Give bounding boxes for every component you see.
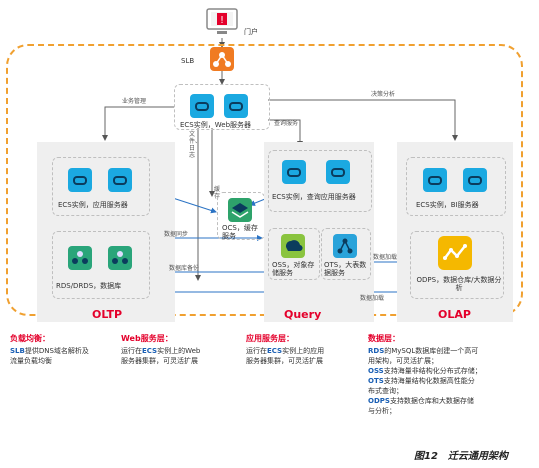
odps-group <box>410 231 504 299</box>
desc-line: ODPS支持数据仓库和大数据存储 <box>368 396 528 406</box>
desc-line: RDS的MySQL数据库创建一个高可 <box>368 346 528 356</box>
odps-icon <box>438 236 472 270</box>
desc-text: 运行在 <box>121 347 142 355</box>
desc-body-slb: SLB提供DNS域名解析及流量负载均衡 <box>10 346 110 366</box>
desc-text: 实例上的应用 <box>282 347 325 355</box>
oltp-db-label: RDS/DRDS，数据库 <box>56 282 122 290</box>
desc-title-data: 数据层： <box>368 334 400 343</box>
oltp-ecs-icon-1 <box>68 168 92 192</box>
desc-keyword: OTS <box>368 377 384 385</box>
desc-line: 与分析； <box>368 406 528 416</box>
desc-text: 实例上的Web <box>157 347 201 355</box>
desc-body-data: RDS的MySQL数据库创建一个高可用架构，可灵活扩展；OSS支持海量非结构化分… <box>368 346 528 416</box>
edge-files-logs: 文件、日志 <box>189 131 202 159</box>
ots-group <box>321 228 371 280</box>
svg-text:!: ! <box>220 15 224 26</box>
desc-text: 布式查询； <box>368 387 403 395</box>
rds-icon-2 <box>108 246 132 270</box>
oltp-app-group <box>52 157 150 216</box>
desc-keyword: SLB <box>10 347 25 355</box>
ocs-icon <box>228 198 252 222</box>
desc-line: 服务器集群，可灵活扩展 <box>121 356 246 366</box>
desc-text: 支持数据仓库和大数据存储 <box>389 397 474 405</box>
ocs-label: OCS，缓存服务 <box>222 224 258 240</box>
oss-group <box>268 228 320 280</box>
desc-title-web: Web服务层： <box>121 334 173 343</box>
desc-text: 提供DNS域名解析及 <box>24 347 89 355</box>
desc-line: 运行在ECS实例上的Web <box>121 346 246 356</box>
edge-query-service: 查询服务 <box>274 120 299 127</box>
query-ecs-icon-1 <box>282 160 306 184</box>
desc-line: 服务器集群，可灵活扩展 <box>246 356 366 366</box>
desc-keyword: OSS <box>368 367 384 375</box>
odps-label: ODPS，数据仓库/大数据分析 <box>416 276 502 292</box>
olap-title: OLAP <box>438 308 471 321</box>
desc-line: 用架构，可灵活扩展； <box>368 356 528 366</box>
olap-ecs-icon-1 <box>423 168 447 192</box>
desc-text: 支持海量结构化数据高性能分 <box>383 377 475 385</box>
oss-icon <box>281 234 305 258</box>
desc-text: 支持海量非结构化分布式存储； <box>383 367 482 375</box>
desc-line: OTS支持海量结构化数据高性能分 <box>368 376 528 386</box>
desc-title-slb: 负载均衡： <box>10 334 50 343</box>
desc-line: OSS支持海量非结构化分布式存储； <box>368 366 528 376</box>
query-app-label: ECS实例，查询应用服务器 <box>272 193 356 201</box>
desc-line: 流量负载均衡 <box>10 356 110 366</box>
ots-label: OTS，大表数据服务 <box>324 261 367 277</box>
olap-ecs-icon-2 <box>463 168 487 192</box>
desc-line: SLB提供DNS域名解析及 <box>10 346 110 356</box>
ots-icon <box>333 234 357 258</box>
oltp-db-group <box>52 231 150 299</box>
desc-text: 服务器集群，可灵活扩展 <box>121 357 198 365</box>
desc-keyword: ODPS <box>368 397 390 405</box>
oltp-panel <box>37 142 175 322</box>
desc-keyword: ECS <box>142 347 158 355</box>
edge-decision-analysis: 决策分析 <box>371 91 396 98</box>
desc-keyword: ECS <box>267 347 283 355</box>
edge-business-mgmt: 业务管理 <box>122 98 147 105</box>
web-ecs-icon-2 <box>224 94 248 118</box>
edge-data-sync: 数据同步 <box>164 231 189 238</box>
olap-app-group <box>406 157 506 216</box>
oltp-app-label: ECS实例，应用服务器 <box>58 201 128 209</box>
slb-label: SLB <box>181 57 195 65</box>
figure-caption: 图12 迁云通用架构 <box>414 451 508 462</box>
desc-body-app: 运行在ECS实例上的应用服务器集群，可灵活扩展 <box>246 346 366 366</box>
edge-data-backup: 数据库备份 <box>169 265 200 272</box>
desc-title-app: 应用服务层： <box>246 334 294 343</box>
query-ecs-icon-2 <box>326 160 350 184</box>
web-tier-label: ECS实例，Web服务器 <box>180 121 252 129</box>
oltp-title: OLTP <box>92 308 123 321</box>
oltp-ecs-icon-2 <box>108 168 132 192</box>
olap-app-label: ECS实例，BI服务器 <box>416 201 479 209</box>
desc-keyword: RDS <box>368 347 385 355</box>
query-title: Query <box>284 308 322 321</box>
oss-label: OSS，对象存储服务 <box>272 261 315 277</box>
portal-label: 门户 <box>244 28 258 36</box>
rds-icon-1 <box>68 246 92 270</box>
desc-line: 布式查询； <box>368 386 528 396</box>
slb-icon <box>210 47 234 71</box>
web-ecs-icon-1 <box>190 94 214 118</box>
desc-text: 服务器集群，可灵活扩展 <box>246 357 323 365</box>
desc-text: 流量负载均衡 <box>10 357 52 365</box>
query-app-group <box>268 150 372 212</box>
desc-text: 的MySQL数据库创建一个高可 <box>384 347 479 355</box>
edge-data-load-1: 数据加载 <box>373 254 398 261</box>
edge-data-load-2: 数据加载 <box>360 295 385 302</box>
desc-text: 运行在 <box>246 347 267 355</box>
desc-line: 运行在ECS实例上的应用 <box>246 346 366 356</box>
desc-text: 与分析； <box>368 407 396 415</box>
portal-icon: ! <box>205 7 239 37</box>
olap-panel <box>397 142 513 322</box>
web-tier-group <box>174 84 270 130</box>
desc-text: 用架构，可灵活扩展； <box>368 357 438 365</box>
